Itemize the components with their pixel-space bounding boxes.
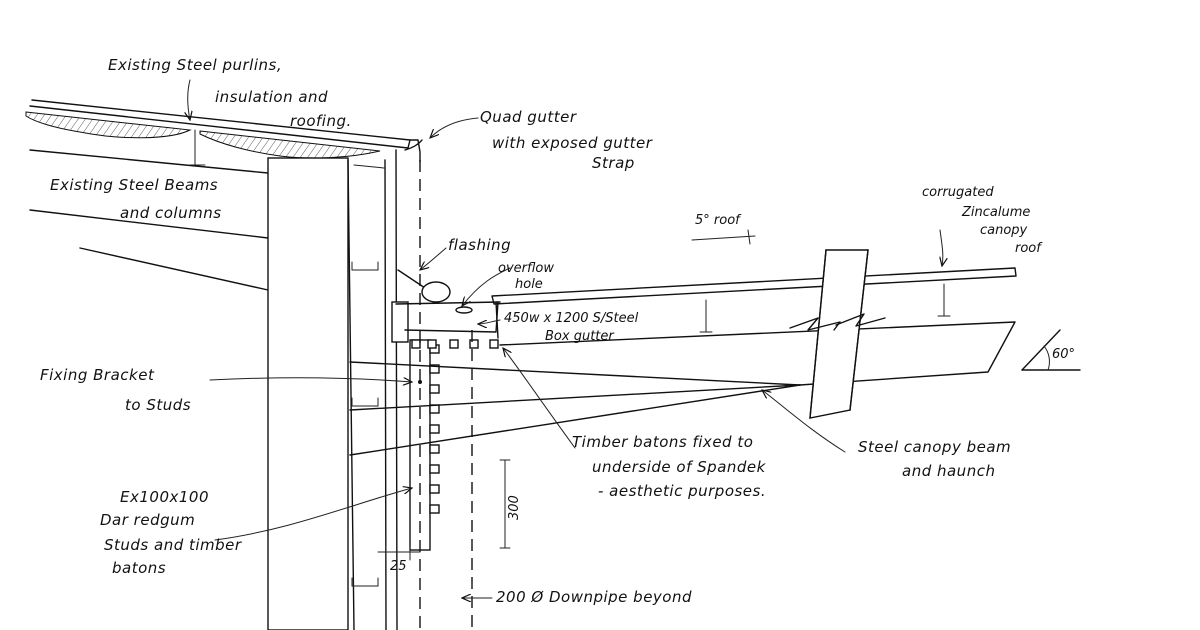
label-canopy-roof-line3: canopy	[980, 223, 1028, 238]
label-gutter-line2: with exposed gutter	[492, 134, 653, 152]
existing-column	[267, 157, 385, 630]
label-roof-pitch: 5° roof	[695, 213, 742, 228]
label-purlins-line1: Existing Steel purlins,	[108, 56, 282, 74]
gutter-strap-blocks	[411, 339, 499, 349]
label-bracket-line1: Fixing Bracket	[40, 366, 155, 384]
label-beams-line2: and columns	[120, 204, 222, 222]
label-canopy-beam-line2: and haunch	[902, 462, 995, 480]
dimension-25-label: 25	[390, 559, 407, 574]
label-overflow-line1: overflow	[498, 261, 554, 276]
label-bracket: Fixing Bracket to Studs	[40, 366, 191, 414]
label-bracket-line2: to Studs	[125, 396, 191, 414]
label-flashing: flashing	[448, 236, 511, 254]
column-break	[789, 249, 886, 419]
label-beams: Existing Steel Beams and columns	[50, 176, 222, 222]
roof-pitch-indicator	[691, 229, 756, 245]
timber-studs	[384, 149, 440, 630]
label-gutter: Quad gutter with exposed gutter Strap	[480, 108, 653, 172]
label-box-gutter: 450w x 1200 S/Steel Box gutter	[504, 311, 639, 344]
label-studs-line3: Studs and timber	[104, 536, 242, 554]
dimension-300-label: 300	[507, 495, 522, 520]
label-canopy-roof-line2: Zincalume	[961, 205, 1030, 220]
label-studs-line4: batons	[112, 559, 166, 577]
quad-gutter	[404, 139, 423, 163]
label-battens-line2: underside of Spandek	[592, 458, 767, 476]
label-overflow-line2: hole	[515, 277, 543, 292]
existing-beams	[29, 149, 269, 291]
label-canopy-roof: corrugated Zincalume canopy roof	[922, 185, 1043, 256]
label-studs: Ex100x100 Dar redgum Studs and timber ba…	[100, 488, 242, 577]
label-canopy-beam-line1: Steel canopy beam	[858, 438, 1011, 456]
label-purlins-line2: insulation and	[215, 88, 328, 106]
label-box-gutter-line1: 450w x 1200 S/Steel	[504, 311, 639, 326]
batten-blocks	[429, 344, 440, 514]
dimension-300	[499, 459, 511, 549]
label-overflow: overflow hole	[498, 261, 554, 292]
label-canopy-roof-line4: roof	[1015, 241, 1043, 256]
label-angle: 60°	[1052, 347, 1075, 362]
label-canopy-beam: Steel canopy beam and haunch	[858, 438, 1011, 480]
dimension-25	[377, 545, 421, 561]
angle-marker	[1021, 329, 1081, 371]
label-box-gutter-line2: Box gutter	[545, 329, 615, 344]
label-canopy-roof-line1: corrugated	[922, 185, 994, 200]
label-battens-line1: Timber batons fixed to	[572, 433, 753, 451]
label-purlins-line3: roofing.	[290, 112, 352, 130]
label-purlins: Existing Steel purlins, insulation and r…	[108, 56, 352, 130]
label-gutter-line3: Strap	[592, 154, 635, 172]
label-studs-line2: Dar redgum	[100, 511, 195, 529]
canopy-beam	[349, 321, 1016, 456]
existing-roof	[25, 99, 411, 166]
label-beams-line1: Existing Steel Beams	[50, 176, 218, 194]
label-battens: Timber batons fixed to underside of Span…	[572, 433, 767, 500]
label-downpipe: 200 Ø Downpipe beyond	[496, 588, 692, 606]
box-gutter	[395, 301, 501, 349]
overflow-hole	[421, 281, 473, 314]
label-studs-line1: Ex100x100	[120, 488, 209, 506]
leaders	[188, 79, 943, 598]
label-gutter-line1: Quad gutter	[480, 108, 577, 126]
label-battens-line3: - aesthetic purposes.	[598, 482, 766, 500]
